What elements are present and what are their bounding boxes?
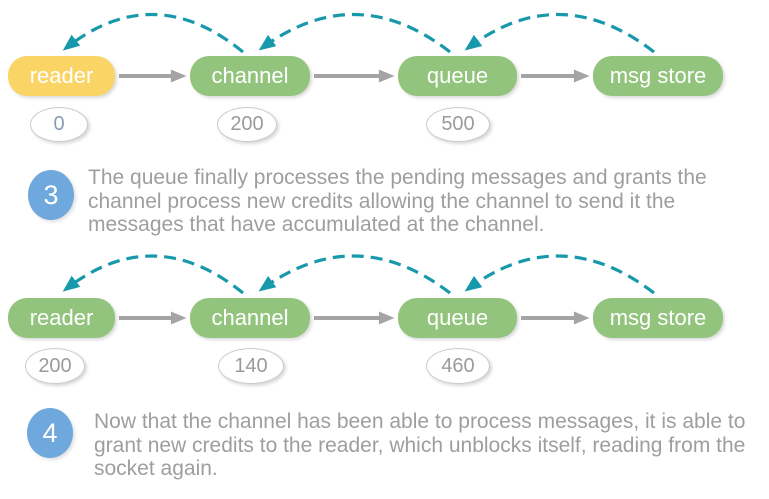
node-queue-label: queue [426,63,489,88]
node-msg-store-label: msg store [609,63,707,88]
node-reader: reader [8,56,115,96]
credit-badge-reader-2: 200 [25,348,85,384]
step-4-number-circle: 4 [27,408,73,458]
node-reader-label: reader [29,63,94,88]
node-reader-2: reader [8,298,115,338]
node-msg-store: msg store [593,56,723,96]
step-3-line-3: messages that have accumulated at the ch… [88,213,545,236]
node-channel: channel [190,56,310,96]
node-channel-2: channel [190,298,310,338]
node-channel-2-label: channel [211,305,289,330]
credit-arc-channel-to-reader [62,12,245,54]
step-3-number-circle: 3 [28,170,74,220]
credit-badge-reader-value: 0 [53,113,65,135]
step-4-number: 4 [42,417,58,448]
node-queue-2: queue [398,298,517,338]
credit-badge-channel: 200 [217,107,277,142]
credit-badge-queue-2: 460 [426,348,490,384]
step-4-line-1: Now that the channel has been able to pr… [94,410,746,433]
node-queue-2-label: queue [426,305,489,330]
node-channel-label: channel [211,63,289,88]
credit-badge-reader-2-value: 200 [38,354,72,377]
credit-badge-channel-2-value: 140 [234,354,268,377]
credit-badge-queue: 500 [426,107,490,142]
step-4-line-3: socket again. [94,457,218,480]
credit-arc-queue-to-channel [258,12,451,54]
step-3-line-2: channel process new credits allowing the… [88,189,676,213]
credit-badge-reader: 0 [30,107,88,142]
credit-arc-msgstore-to-queue [464,12,655,54]
credit-badge-channel-2: 140 [218,348,284,384]
credit-arc-channel-to-reader-2 [62,254,245,295]
step-3-number: 3 [43,179,59,210]
credit-arc-msgstore-to-queue-2 [464,254,655,295]
node-msg-store-2-label: msg store [609,305,707,330]
step-4-description: Now that the channel has been able to pr… [94,410,745,481]
node-queue: queue [398,56,517,96]
step-3-line-1: The queue finally processes the pending … [88,166,707,189]
credit-badge-channel-value: 200 [230,113,264,135]
node-msg-store-2: msg store [593,298,723,338]
node-reader-2-label: reader [29,305,94,330]
credit-arc-queue-to-channel-2 [258,254,451,295]
step-3-description: The queue finally processes the pending … [88,166,707,237]
credit-badge-queue-2-value: 460 [441,354,475,377]
step-4-line-2: grant new credits to the reader, which u… [94,433,746,457]
credit-badge-queue-value: 500 [441,113,475,135]
